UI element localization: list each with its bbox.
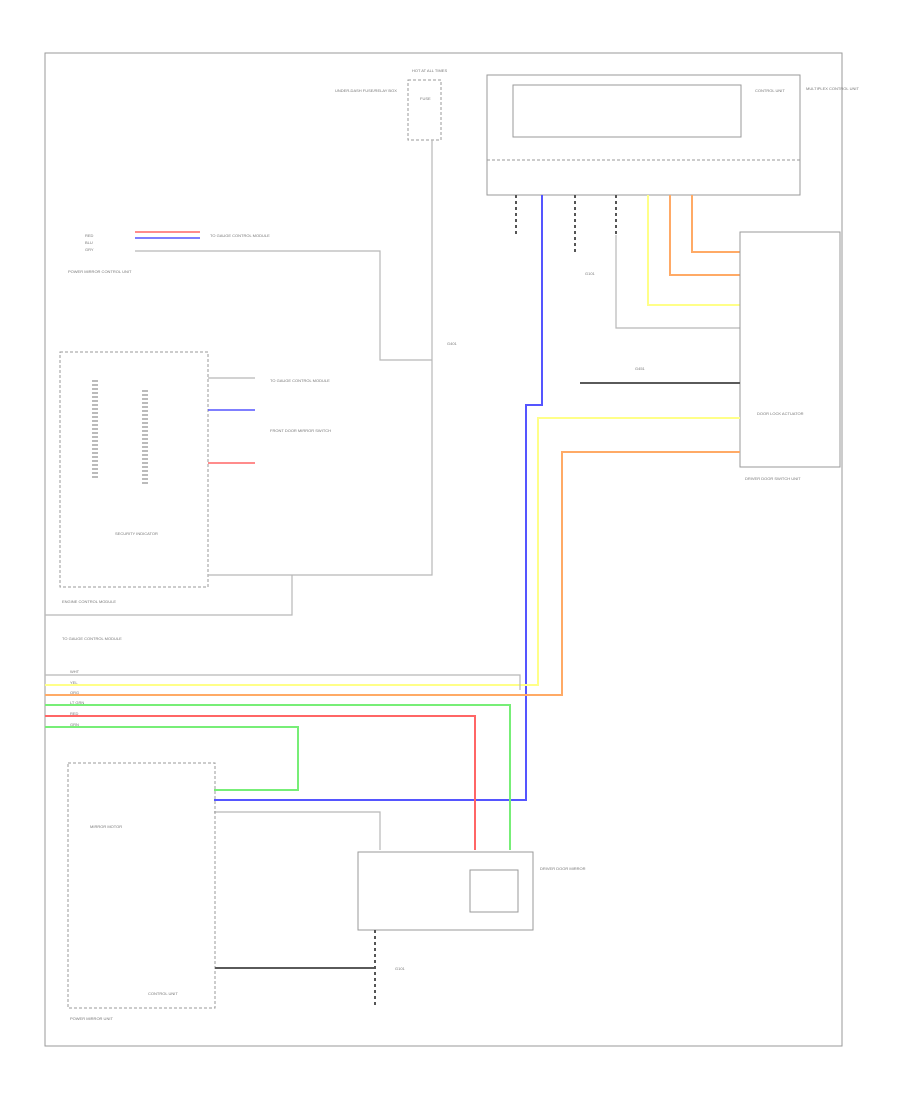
orange-wire-long: [45, 451, 740, 696]
ltgreen-wire: [45, 704, 511, 850]
left-yel: YEL: [70, 680, 78, 685]
fuse-hot-label: HOT AT ALL TIMES: [412, 68, 447, 73]
mcu-label: MULTIPLEX CONTROL UNIT: [806, 86, 859, 91]
dds-outline: [739, 231, 841, 468]
ecm-label: ENGINE CONTROL MODULE: [62, 599, 116, 604]
gray-wire-long: [45, 674, 521, 690]
mcu-control-label: CONTROL UNIT: [755, 88, 785, 93]
orange-wire-upper-2: [691, 195, 740, 253]
driver-door-switch-unit: DRIVER DOOR SWITCH UNIT DOOR LOCK ACTUAT…: [739, 231, 841, 481]
ecm-ground-wire: [45, 575, 293, 616]
pmu-label: POWER MIRROR UNIT: [70, 1016, 113, 1021]
joint-label: G401: [447, 341, 458, 346]
yellow-wire-upper: [647, 195, 740, 306]
fuse-label: FUSE: [420, 96, 431, 101]
gcm-gry-label: GRY: [85, 247, 94, 252]
mcu-inner: [512, 84, 742, 138]
joint-wire: [379, 330, 432, 361]
to-gauge-label-2: TO GAUGE CONTROL MODULE: [62, 636, 122, 641]
left-ltgrn: LT GRN: [70, 700, 84, 705]
green-wire-lower: [45, 726, 299, 791]
left-wht: WHT: [70, 669, 80, 674]
power-mirror-label: POWER MIRROR CONTROL UNIT: [68, 269, 132, 274]
gcm-to-label: TO GAUGE CONTROL MODULE: [210, 233, 270, 238]
ecm-outline: [59, 351, 209, 588]
driver-door-mirror: DRIVER DOOR MIRROR: [357, 851, 586, 931]
ecm-pin2-label: FRONT DOOR MIRROR SWITCH: [270, 428, 331, 433]
gcm-gry-wire: [135, 250, 381, 330]
engine-control-module: ENGINE CONTROL MODULE SECURITY INDICATOR: [59, 351, 209, 604]
pmu-motor-label: MIRROR MOTOR: [90, 824, 122, 829]
g451-label: G451: [635, 366, 646, 371]
g101-label: G101: [585, 271, 596, 276]
diagram-frame: [44, 52, 843, 1047]
pmu-outline: [67, 762, 216, 1009]
mcu-outline: [486, 74, 801, 196]
pmu-control-label: CONTROL UNIT: [148, 991, 178, 996]
dds-label: DRIVER DOOR SWITCH UNIT: [745, 476, 801, 481]
blue-wire-lower: [214, 690, 527, 801]
orange-wire-upper: [669, 195, 740, 276]
blue-wire-main: [525, 195, 543, 690]
g101-bottom: G101: [395, 966, 406, 971]
fuse-down-wire: [208, 140, 433, 576]
yellow-wire-long: [45, 417, 740, 686]
dds-lock-label: DOOR LOCK ACTUATOR: [757, 411, 804, 416]
ddm-label: DRIVER DOOR MIRROR: [540, 866, 586, 871]
under-dash-label: UNDER-DASH FUSE/RELAY BOX: [335, 88, 397, 93]
left-red: RED: [70, 711, 79, 716]
ddm-inner: [469, 869, 519, 913]
ecm-pin1-label: TO GAUGE CONTROL MODULE: [270, 378, 330, 383]
fuse-block-outline: [407, 79, 442, 141]
multiplex-control-unit: MULTIPLEX CONTROL UNIT CONTROL UNIT: [486, 74, 859, 196]
red-wire-long: [45, 715, 476, 850]
gcm-blu-label: BLU: [85, 240, 93, 245]
left-grn: GRN: [70, 722, 79, 727]
power-mirror-unit: POWER MIRROR UNIT CONTROL UNIT MIRROR MO…: [67, 762, 216, 1021]
left-org: ORG: [70, 690, 79, 695]
gray-wire-upper: [615, 235, 740, 329]
gray-wire-lower: [214, 811, 381, 850]
ddm-outline: [357, 851, 534, 931]
fuse-block: HOT AT ALL TIMES FUSE UNDER-DASH FUSE/RE…: [335, 68, 447, 141]
gcm-red-label: RED: [85, 233, 94, 238]
ecm-security-label: SECURITY INDICATOR: [115, 531, 158, 536]
